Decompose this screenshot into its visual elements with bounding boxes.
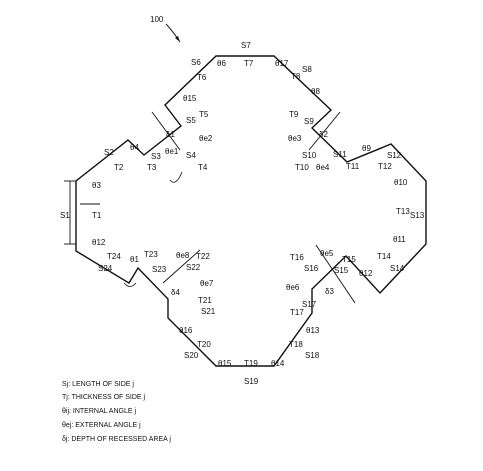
label-S3: S3 xyxy=(151,152,161,161)
label-T4: T4 xyxy=(198,163,208,172)
label-S2: S2 xyxy=(104,148,114,157)
label-th-e7: θe7 xyxy=(200,279,214,288)
label-th-e1: θe1 xyxy=(165,147,179,156)
d2-arrow xyxy=(308,111,341,151)
label-T3: T3 xyxy=(147,163,157,172)
label-T12: T12 xyxy=(378,162,392,171)
label-T21: T21 xyxy=(198,296,212,305)
label-S14: S14 xyxy=(390,264,405,273)
label-S18: S18 xyxy=(305,351,320,360)
label-th17: θ17 xyxy=(275,59,289,68)
label-S22: S22 xyxy=(186,263,201,272)
label-S20: S20 xyxy=(184,351,199,360)
ref-arrowhead xyxy=(175,36,180,42)
label-S21: S21 xyxy=(201,307,216,316)
label-T1: T1 xyxy=(92,211,102,220)
label-th8: θ8 xyxy=(311,87,320,96)
label-T2: T2 xyxy=(114,163,124,172)
label-T7: T7 xyxy=(244,59,254,68)
label-d2: δ2 xyxy=(319,130,328,139)
label-S24: S24 xyxy=(98,264,113,273)
angle-arc-1 xyxy=(123,282,137,287)
label-S11: S11 xyxy=(333,150,347,159)
label-S4: S4 xyxy=(186,151,196,160)
label-d3: δ3 xyxy=(325,287,334,296)
d4-arrow xyxy=(162,249,201,284)
label-S8: S8 xyxy=(302,65,312,74)
label-T20: T20 xyxy=(197,340,211,349)
label-T10: T10 xyxy=(295,163,309,172)
label-T5: T5 xyxy=(199,110,209,119)
label-S1: S1 xyxy=(60,211,70,220)
label-th-e2: θe2 xyxy=(199,134,213,143)
label-th-e5: θe5 xyxy=(320,249,334,258)
label-S19: S19 xyxy=(244,377,259,386)
label-T9: T9 xyxy=(289,110,299,119)
label-d4: δ4 xyxy=(171,288,180,297)
label-th15: θ15 xyxy=(183,94,197,103)
label-S6: S6 xyxy=(191,58,201,67)
label-S13: S13 xyxy=(410,211,425,220)
label-T16: T16 xyxy=(290,253,304,262)
legend-thickness: Tj: THICKNESS OF SIDE j xyxy=(62,394,146,401)
label-T18: T18 xyxy=(289,340,303,349)
label-th6: θ6 xyxy=(217,59,226,68)
label-th-e3: θe3 xyxy=(288,134,302,143)
label-T23: T23 xyxy=(144,250,158,259)
label-S9: S9 xyxy=(304,117,314,126)
shape-outline xyxy=(75,55,427,367)
label-T14: T14 xyxy=(377,252,391,261)
label-th-e8: θe8 xyxy=(176,251,190,260)
label-th4: θ4 xyxy=(130,143,139,152)
label-th3: θ3 xyxy=(92,181,101,190)
label-th1: θ1 xyxy=(130,255,139,264)
label-S7: S7 xyxy=(241,41,251,50)
label-T13: T13 xyxy=(396,207,410,216)
ref-number: 100 xyxy=(150,15,164,24)
label-th16: θ16 xyxy=(179,326,193,335)
label-th-e4: θe4 xyxy=(316,163,330,172)
label-S10: S10 xyxy=(302,151,317,160)
legend-length: Sj: LENGTH OF SIDE j xyxy=(62,381,134,388)
legend-external-angle: θej: EXTERNAL ANGLE j xyxy=(62,422,141,429)
label-th12-left: θ12 xyxy=(92,238,106,247)
label-th15-bottom: θ15 xyxy=(218,359,232,368)
d1-arrow xyxy=(151,111,181,151)
label-T22: T22 xyxy=(196,252,210,261)
label-T6: T6 xyxy=(197,73,207,82)
label-T17: T17 xyxy=(290,308,304,317)
label-T19: T19 xyxy=(244,359,258,368)
label-th14: θ14 xyxy=(271,359,285,368)
label-th12-right: θ12 xyxy=(359,269,373,278)
label-S15: S15 xyxy=(334,266,349,275)
label-S23: S23 xyxy=(152,265,167,274)
legend-internal-angle: θij: INTERNAL ANGLE j xyxy=(62,408,136,415)
label-th10: θ10 xyxy=(394,178,408,187)
label-S16: S16 xyxy=(304,264,319,273)
label-T11: T11 xyxy=(346,162,360,171)
legend-depth: δj: DEPTH OF RECESSED AREA j xyxy=(62,436,171,443)
d3-arrow xyxy=(315,244,356,304)
angle-arc-e1 xyxy=(169,171,183,183)
label-th13: θ13 xyxy=(306,326,320,335)
label-T8: T8 xyxy=(291,72,301,81)
label-d1: δ1 xyxy=(166,130,175,139)
label-S5: S5 xyxy=(186,116,196,125)
label-T15: T15 xyxy=(342,255,356,264)
label-S12: S12 xyxy=(387,151,402,160)
label-th9: θ9 xyxy=(362,144,371,153)
label-T24: T24 xyxy=(107,252,121,261)
label-th-e6: θe6 xyxy=(286,283,300,292)
label-S17: S17 xyxy=(302,300,317,309)
label-th11: θ11 xyxy=(393,235,406,244)
